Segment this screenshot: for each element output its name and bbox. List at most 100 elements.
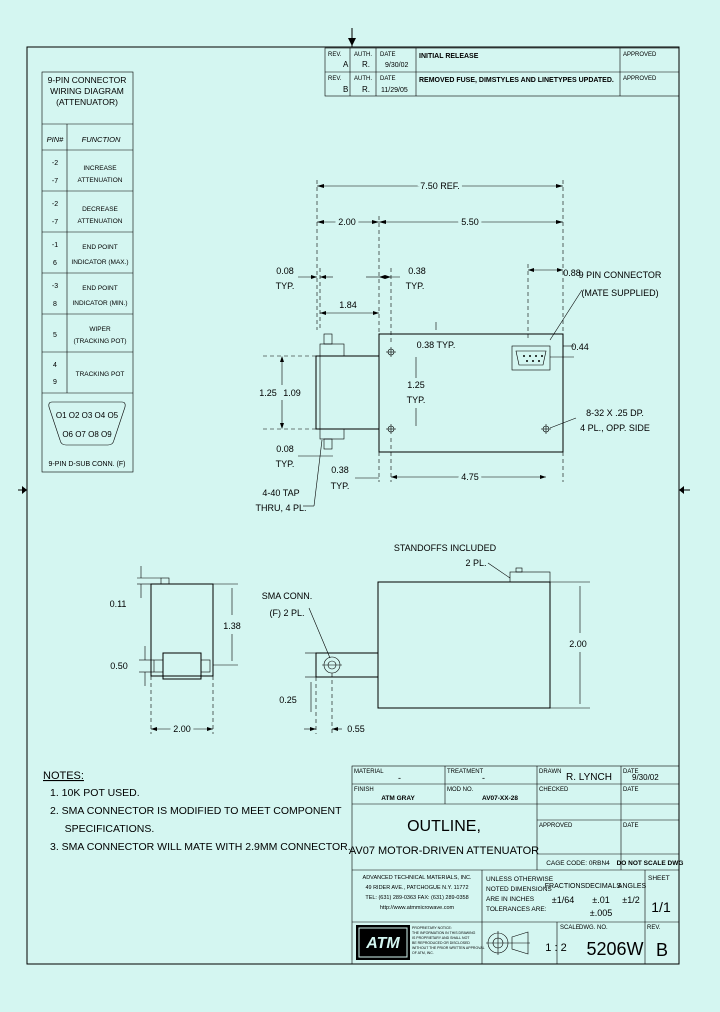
decimals-label: DECIMALS [585,883,621,890]
cage-code: CAGE CODE: 0RBN4 [546,860,610,867]
dim-184: 1.84 [339,300,357,310]
wiring-title-2: WIRING DIAGRAM [50,86,124,96]
angles-label: ANGLES [618,883,647,890]
dim-038-bottom: 0.38 [331,465,349,475]
end-view: 0.11 1.38 0.50 2.00 [110,566,241,737]
fn-r4-a: END POINT [82,285,117,292]
dwg-label: DWG. NO. [579,925,608,931]
auth-a: R. [362,60,370,69]
rev-a: A [343,60,349,69]
treatment-label: TREATMENT [447,769,484,775]
rev-label: REV. [647,925,661,931]
dim-044: 0.44 [571,342,589,352]
date-label-2: DATE [623,787,639,793]
decimals-1: ±.01 [592,895,609,905]
rev-header-b: REV. [328,76,342,82]
conn-label-2: (MATE SUPPLIED) [581,288,658,298]
notes: NOTES: 1. 10K POT USED. 2. SMA CONNECTOR… [43,770,351,853]
no-scale: DO NOT SCALE DWG [617,860,684,867]
fn-r2-a: DECREASE [82,206,118,213]
center-marks [18,28,690,494]
fn-r5-a: WIPER [89,326,111,333]
rev-b: B [343,85,348,94]
dim-055: 0.55 [347,724,365,734]
dim-025: 0.25 [279,695,297,705]
desc-a: INITIAL RELEASE [419,53,479,60]
company-4: http://www.atmmicrowave.com [380,905,455,911]
company-1: ADVANCED TECHNICAL MATERIALS, INC. [363,875,472,881]
revision-block: REV. AUTH. DATE APPROVED A R. 9/30/02 IN… [324,47,680,97]
projection-symbol-icon [486,931,530,955]
fn-r1-b: ATTENUATION [78,177,123,184]
pin-r2-b: -7 [52,219,58,226]
function-header: FUNCTION [82,135,121,144]
prop-6: OF ATM, INC. [412,951,434,955]
hole-label-1: 8-32 X .25 DP. [586,408,644,418]
dim-125-inside: 1.25 [407,380,425,390]
wiring-table: 9-PIN CONNECTOR WIRING DIAGRAM (ATTENUAT… [41,71,134,473]
note-3: 3. SMA CONNECTOR WILL MATE WITH 2.9MM CO… [50,841,351,853]
tol-3: ARE IN INCHES [486,896,535,903]
checked-label: CHECKED [539,787,569,793]
note-2: 2. SMA CONNECTOR IS MODIFIED TO MEET COM… [50,805,342,817]
fractions-value: ±1/64 [552,895,574,905]
typ-5: TYP. [331,481,350,491]
fn-r4-b: INDICATOR (MIN.) [72,300,127,307]
note-1: 1. 10K POT USED. [50,787,140,799]
pin-r6-a: 4 [53,362,57,369]
dim-038-top: 0.38 [408,266,426,276]
auth-header-b: AUTH. [354,76,372,82]
desc-b: REMOVED FUSE, DIMSTYLES AND LINETYPES UP… [419,77,614,84]
approved-label: APPROVED [539,823,573,829]
tol-4: TOLERANCES ARE: [486,906,547,913]
pin-r3-a: -1 [52,242,58,249]
dim-088: 0.88 [563,268,581,278]
model-value: AV07-XX-28 [482,795,518,802]
pin-r2-a: -2 [52,201,58,208]
auth-header: AUTH. [354,52,372,58]
material-value: - [398,773,401,783]
dsub-bottom-pins: O6 O7 O8 O9 [62,430,112,439]
tap-label-2: THRU, 4 PL. [255,503,306,513]
auth-b: R. [362,85,370,94]
nine-pin-connector [511,345,551,371]
dim-200-end: 2.00 [173,724,191,734]
angles-value: ±1/2 [622,895,639,905]
drawing-title-2: AV07 MOTOR-DRIVEN ATTENUATOR [349,845,539,857]
prop-2: THE INFORMATION IN THIS DRAWING [412,931,476,935]
prop-1: PROPRIETARY NOTICE: [412,926,452,930]
pin-header: PIN# [47,135,65,144]
approved-header: APPROVED [623,52,657,58]
date-header-b: DATE [380,76,396,82]
top-view: 7.50 REF. 2.00 5.50 0.08 TYP. 0.38 TYP. … [255,178,661,513]
treatment-value: - [482,773,485,783]
prop-3: IS PROPRIETARY AND SHALL NOT [412,936,470,940]
pin-r1-a: -2 [52,160,58,167]
dim-200-side: 2.00 [569,639,587,649]
drawn-date: 9/30/02 [632,773,659,782]
hole-label-2: 4 PL., OPP. SIDE [580,423,650,433]
dim-750: 7.50 REF. [420,181,460,191]
dim-050: 0.50 [110,661,128,671]
company-3: TEL: (631) 289-0363 FAX: (631) 289-0358 [365,895,468,901]
dim-200-top: 2.00 [338,217,356,227]
dwg-number: 5206W [586,939,643,959]
side-view: STANDOFFS INCLUDED 2 PL. SMA CONN. (F) 2… [262,543,590,734]
decimals-2: ±.005 [590,908,612,918]
date-header: DATE [380,52,396,58]
sma-label-1: SMA CONN. [262,591,313,601]
standoffs-label-2: 2 PL. [465,558,486,568]
attenuator-body [378,333,564,453]
sheet-value: 1/1 [651,899,671,915]
pin-r6-b: 9 [53,379,57,386]
title-block: MATERIAL - TREATMENT - FINISH ATM GRAY M… [349,765,684,965]
atm-logo [356,925,410,960]
typ-2: TYP. [406,281,425,291]
date-label-1: DATE [623,769,639,775]
dim-008-bottom: 0.08 [276,444,294,454]
atm-logo-text: ATM [365,935,400,952]
drawn-label: DRAWN [539,769,561,775]
dim-008-top: 0.08 [276,266,294,276]
date-a: 9/30/02 [385,62,408,69]
scale-label: SCALE [560,925,580,931]
